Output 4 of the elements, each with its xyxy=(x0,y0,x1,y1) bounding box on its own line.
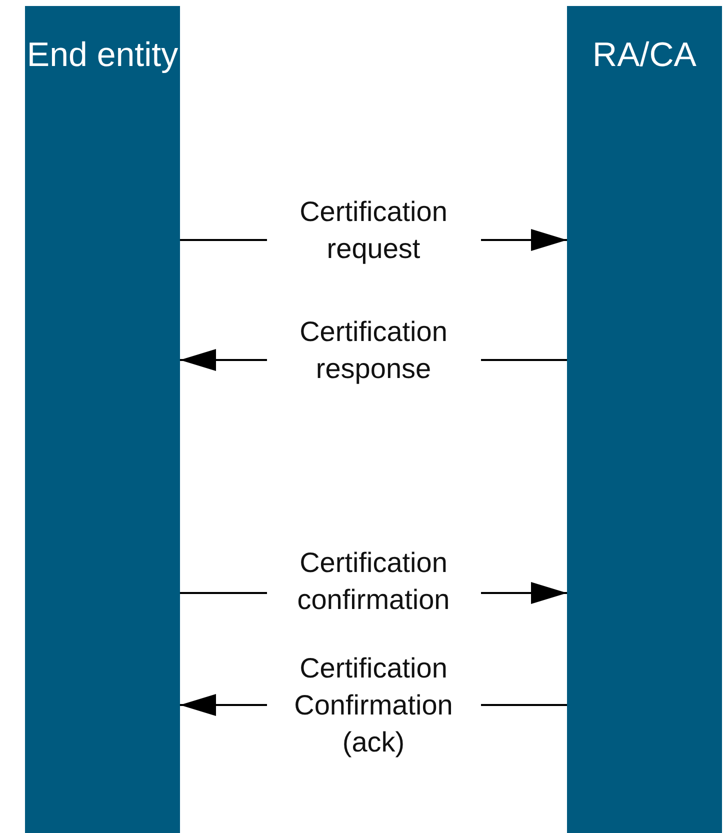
lifeline-title: RA/CA xyxy=(592,35,698,76)
lifeline-bar xyxy=(567,6,722,833)
lifeline-title: End entity xyxy=(26,35,180,76)
lifeline-bar xyxy=(25,6,180,833)
